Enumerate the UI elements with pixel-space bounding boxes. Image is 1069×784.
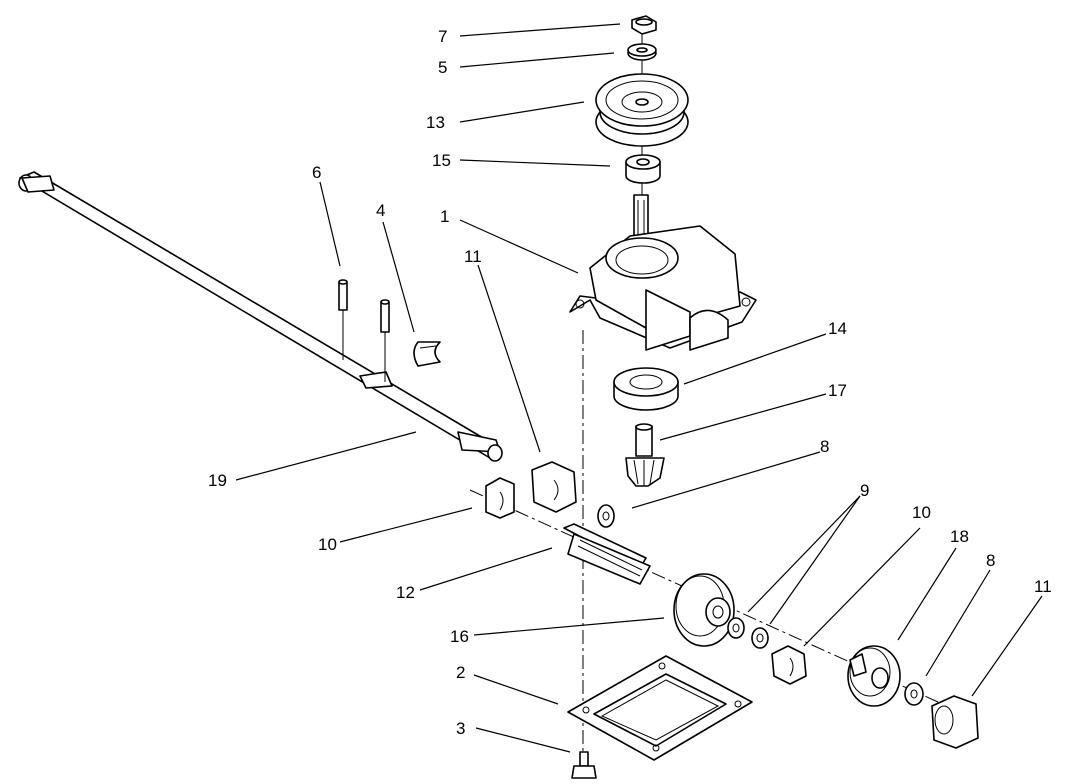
callout-14: 14 <box>828 319 847 338</box>
callout-10-left: 10 <box>318 535 337 554</box>
part-4-pin <box>380 299 390 382</box>
callout-11-left: 11 <box>464 247 482 266</box>
callout-4: 4 <box>376 201 385 220</box>
part-13-pulley <box>595 73 689 147</box>
part-5-washer <box>627 43 657 61</box>
part-10-bushing-left <box>485 477 515 519</box>
callout-18: 18 <box>950 527 969 546</box>
part-19-axle-shaft <box>18 171 503 462</box>
part-8-washer-right <box>904 682 924 706</box>
callout-10-right: 10 <box>912 503 931 522</box>
callout-2: 2 <box>456 663 465 682</box>
part-12-shaft <box>563 523 651 585</box>
part-18-gear <box>847 645 901 707</box>
callout-3: 3 <box>456 719 465 738</box>
callout-15: 15 <box>432 151 451 170</box>
callout-19: 19 <box>208 471 227 490</box>
part-14-bearing <box>613 367 679 411</box>
part-7-nut <box>631 15 657 35</box>
callout-labels: 7 5 13 15 1 6 4 11 14 17 19 8 9 10 18 8 … <box>208 27 1052 738</box>
part-15-spacer <box>625 154 661 184</box>
leader-lines <box>235 23 1043 753</box>
part-2-cover-plate <box>567 655 753 761</box>
part-1-gear-housing <box>569 194 757 351</box>
callout-9: 9 <box>860 481 869 500</box>
callout-13: 13 <box>426 113 445 132</box>
callout-11-right: 11 <box>1034 577 1052 596</box>
callout-17: 17 <box>828 381 847 400</box>
callout-8-left: 8 <box>820 437 829 456</box>
callout-5: 5 <box>438 58 447 77</box>
callout-16: 16 <box>450 627 469 646</box>
callout-8-right: 8 <box>986 551 995 570</box>
part-16-gear <box>673 573 735 647</box>
callout-6: 6 <box>312 163 321 182</box>
part-8-washer-left <box>597 504 615 528</box>
part-17-pinion <box>625 423 665 487</box>
callout-1: 1 <box>440 207 449 226</box>
part-6-pin <box>338 279 348 360</box>
part-11-bushing-right <box>931 695 979 749</box>
part-4-clip <box>413 341 441 367</box>
callout-7: 7 <box>438 27 447 46</box>
part-11-bushing-left <box>531 461 577 513</box>
part-9-washers <box>727 617 769 649</box>
callout-12: 12 <box>396 583 415 602</box>
part-3-bolt <box>571 751 597 779</box>
part-10-bushing-right <box>771 645 807 685</box>
